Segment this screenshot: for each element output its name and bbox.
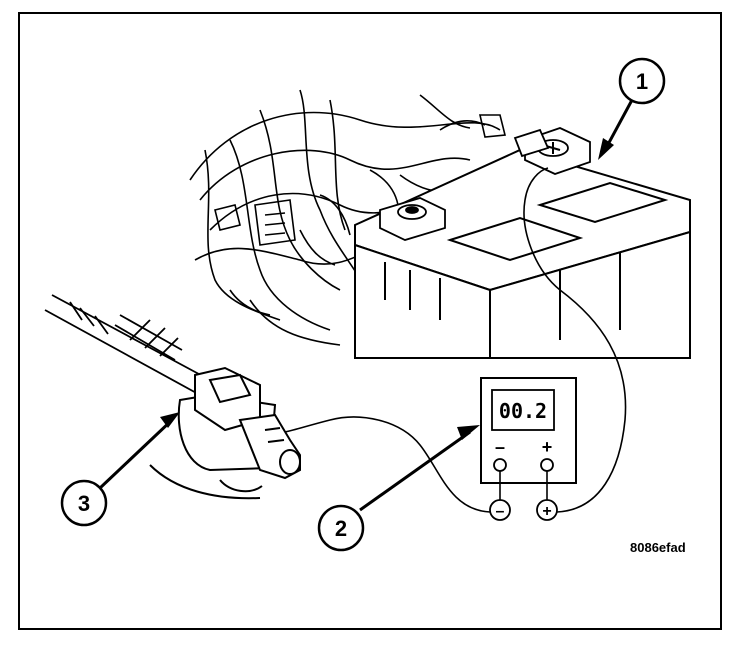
callout-1-leader <box>603 99 634 151</box>
callout-1-number: 1 <box>636 69 648 94</box>
test-leads <box>284 167 627 513</box>
callout-2-circle <box>317 504 365 552</box>
callout-3-circle <box>60 479 108 527</box>
callout-3-leader <box>98 418 174 490</box>
meter-reading: 00.2 <box>499 399 547 423</box>
positive-jack-symbol: + <box>542 503 551 520</box>
starter-motor <box>149 366 301 500</box>
meter-positive-socket <box>540 458 554 472</box>
meter-positive-label: + <box>542 437 553 457</box>
figure-code: 8086efad <box>630 540 686 555</box>
meter-negative-socket <box>493 458 507 472</box>
meter-negative-label: – <box>495 437 505 457</box>
callout-2: 2 <box>317 425 480 552</box>
callout-2-leader <box>359 430 471 512</box>
callout-3-number: 3 <box>78 491 90 516</box>
multimeter: 00.2 – + – + <box>480 377 577 521</box>
callout-3: 3 <box>60 412 180 527</box>
starter-cable <box>44 294 211 396</box>
negative-test-lead-plug <box>489 499 511 521</box>
callout-1: 1 <box>598 57 666 160</box>
callout-1-circle <box>618 57 666 105</box>
callout-2-number: 2 <box>335 516 347 541</box>
battery <box>354 148 691 359</box>
positive-test-lead-plug <box>536 499 558 521</box>
battery-negative-terminal <box>379 197 446 241</box>
battery-positive-terminal <box>513 127 591 175</box>
negative-jack-symbol: – <box>496 503 505 520</box>
multimeter-display <box>491 389 555 431</box>
